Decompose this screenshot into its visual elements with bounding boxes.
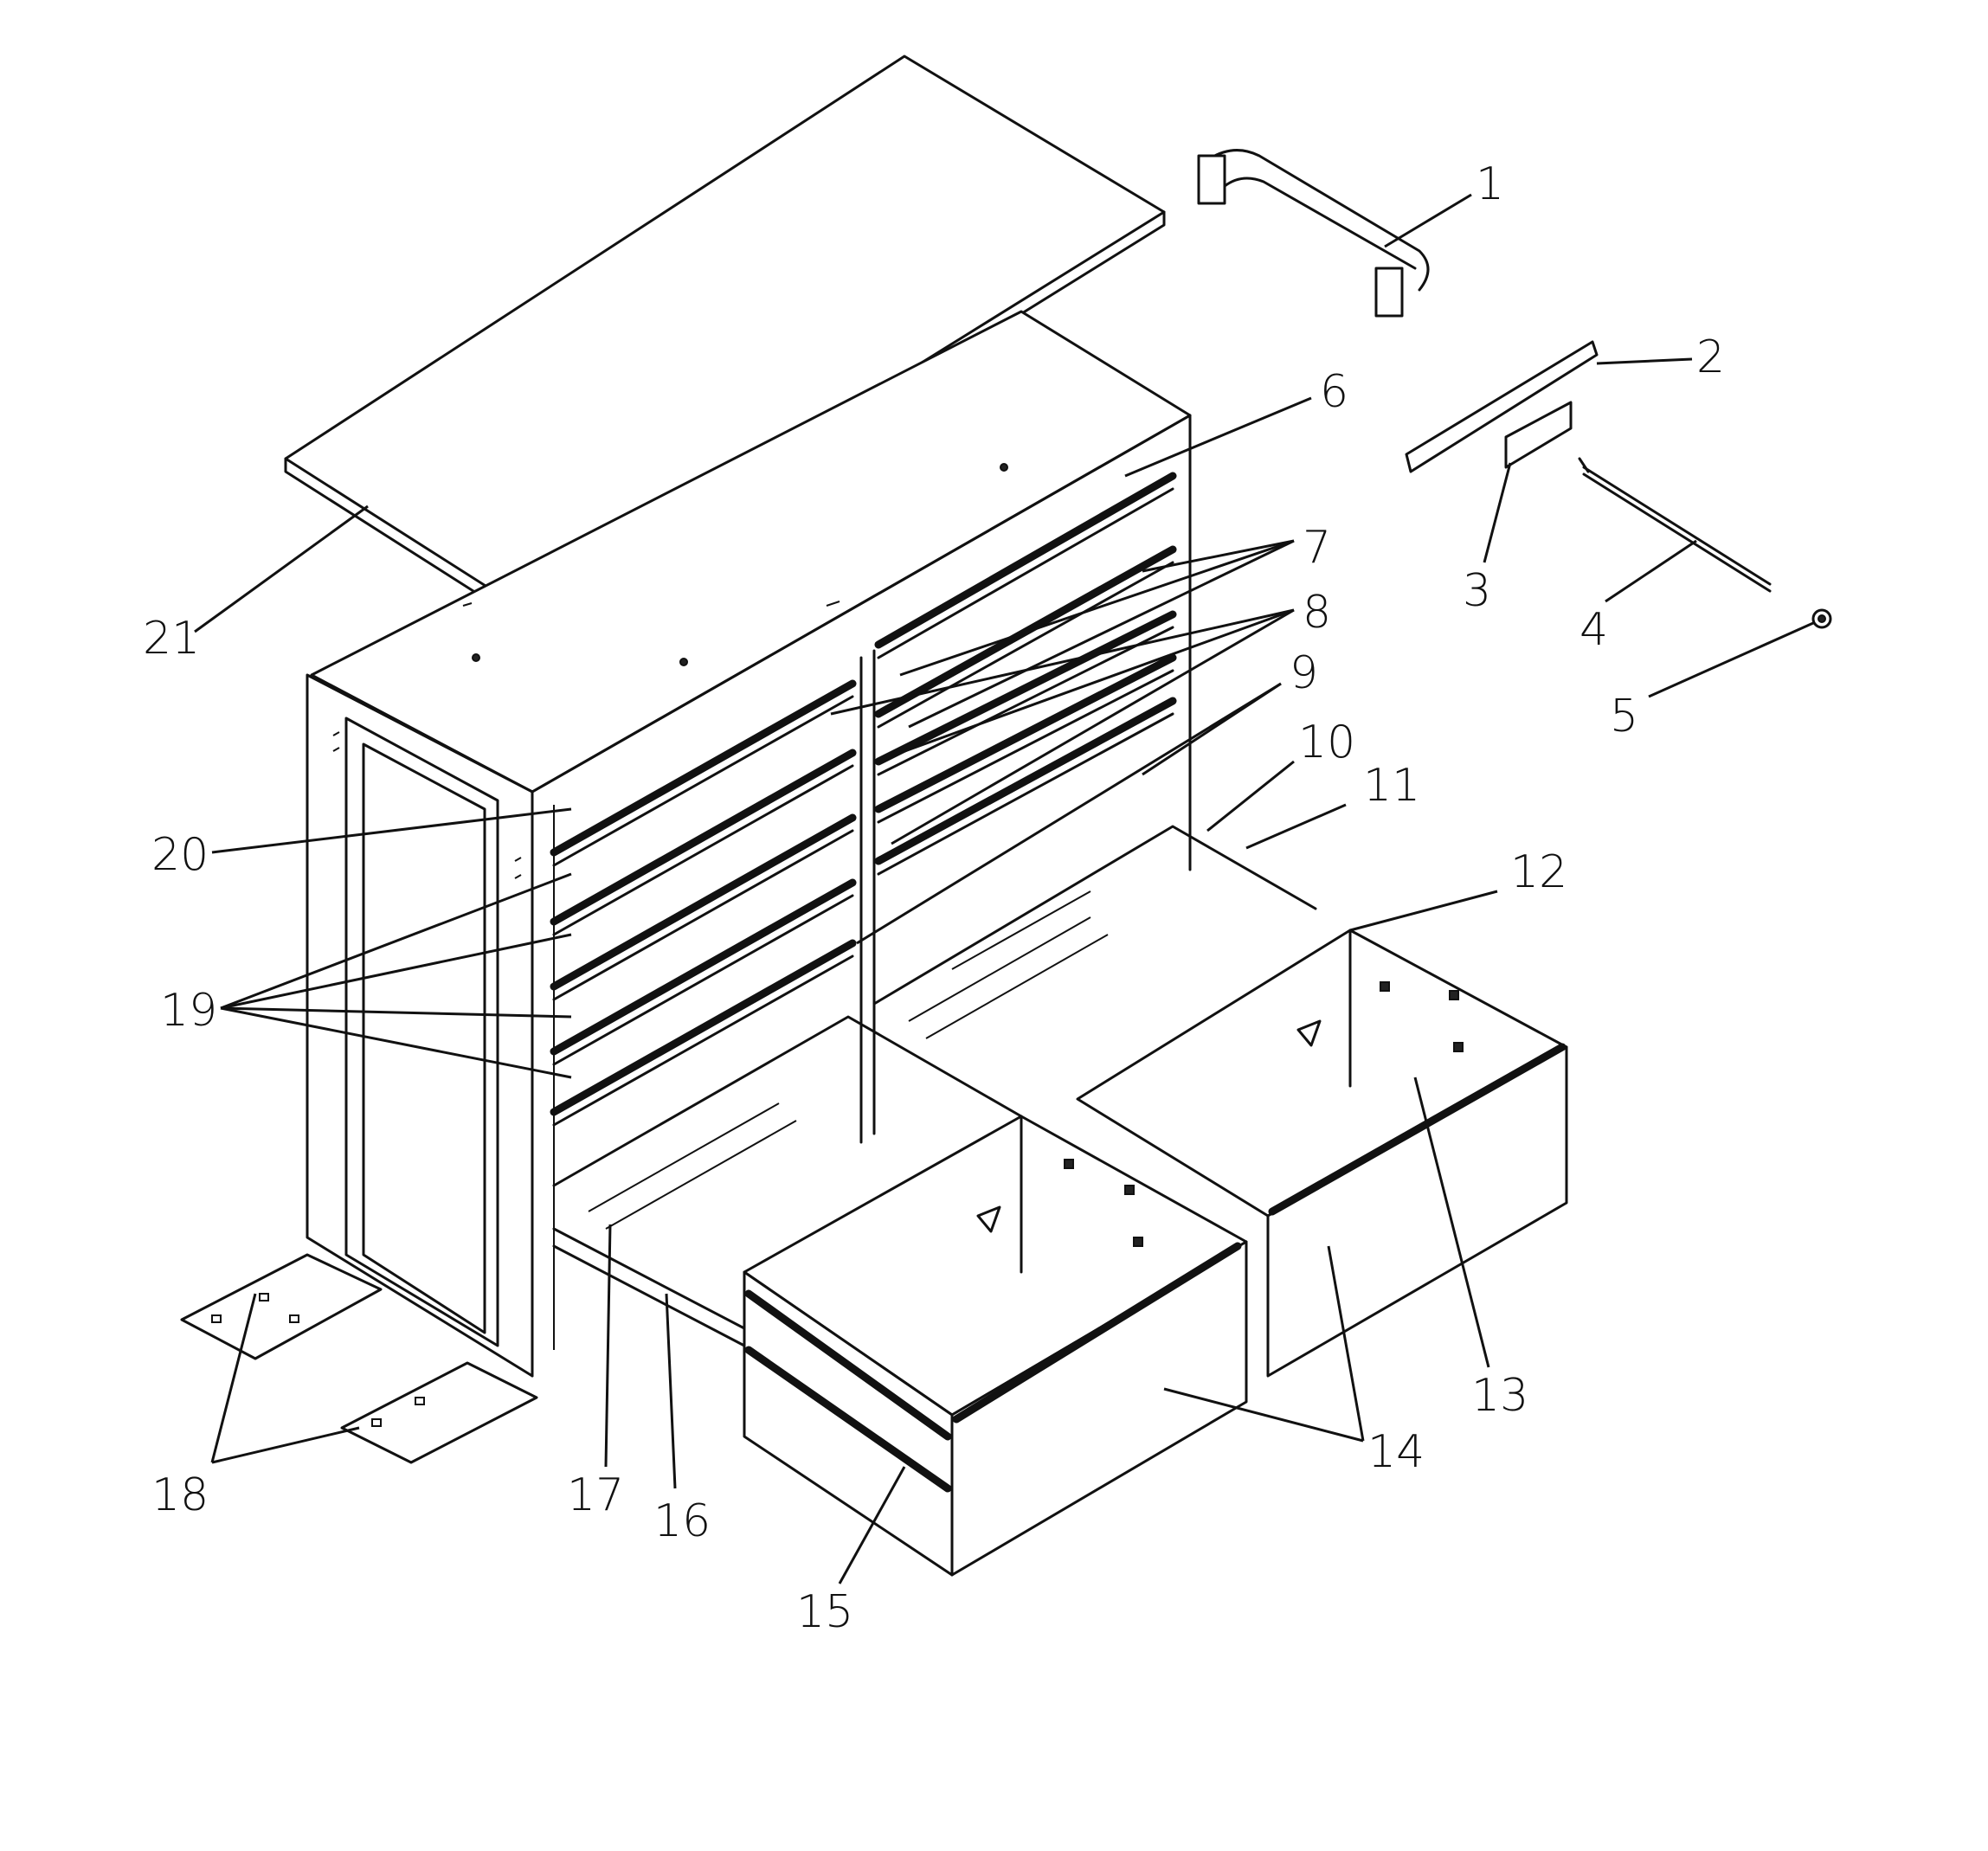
left-drawer-rails — [550, 679, 857, 1127]
callout-7: 7 — [1303, 522, 1331, 574]
callout-6: 6 — [1320, 366, 1348, 418]
callout-9: 9 — [1290, 647, 1318, 699]
callout-17: 17 — [567, 1469, 624, 1521]
cap-knob — [1811, 608, 1832, 629]
callout-10: 10 — [1298, 717, 1355, 768]
callout-19: 19 — [160, 985, 217, 1037]
bottom-left-drawer — [552, 1115, 1248, 1577]
callout-2: 2 — [1696, 331, 1725, 383]
callout-8: 8 — [1303, 587, 1331, 639]
cabinet-cavity — [552, 825, 1317, 1230]
callout-11: 11 — [1363, 760, 1420, 812]
callout-18: 18 — [151, 1469, 209, 1521]
bottom-right-drawer — [1076, 929, 1568, 1378]
caster-plates — [180, 1253, 538, 1464]
callout-21: 21 — [143, 613, 200, 665]
callout-20: 20 — [151, 829, 209, 881]
callout-labels: 1 2 3 4 5 6 7 8 9 10 11 12 13 14 15 16 1… — [143, 158, 1725, 1638]
callout-3: 3 — [1463, 565, 1491, 617]
callout-16: 16 — [653, 1495, 711, 1547]
right-drawer-rails — [874, 472, 1177, 876]
callout-13: 13 — [1471, 1370, 1528, 1422]
lock-rod — [1578, 457, 1772, 593]
callout-14: 14 — [1367, 1426, 1425, 1478]
callout-15: 15 — [796, 1586, 853, 1638]
callout-1: 1 — [1476, 158, 1504, 210]
cabinet-body — [306, 310, 1192, 1378]
callout-12: 12 — [1510, 846, 1567, 898]
leader-lines — [194, 193, 1814, 1584]
rail-and-bracket — [1405, 340, 1599, 473]
callout-4: 4 — [1579, 604, 1608, 656]
side-handle — [1197, 149, 1430, 318]
callout-5: 5 — [1610, 691, 1638, 742]
